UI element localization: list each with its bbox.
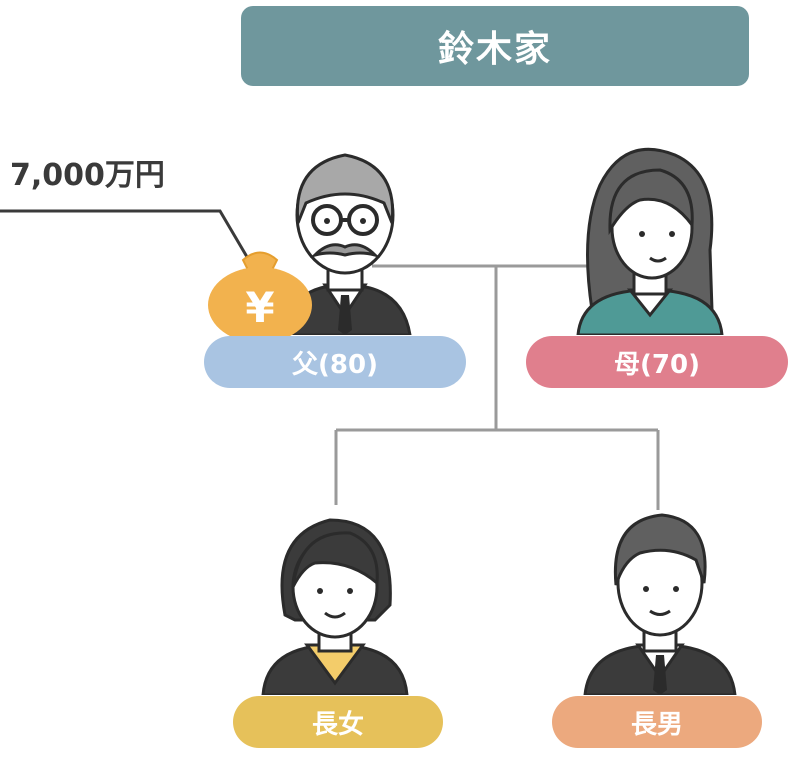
- family-title: 鈴木家: [241, 6, 749, 86]
- mother-label: 母(70): [526, 336, 788, 388]
- inheritance-amount: 7,000万円: [10, 158, 165, 193]
- daughter-label: 長女: [233, 696, 443, 748]
- father-label: 父(80): [204, 336, 466, 388]
- son-label: 長男: [552, 696, 762, 748]
- mother-avatar: [576, 147, 724, 335]
- son-avatar: [583, 513, 737, 695]
- moneybag-icon: ¥: [208, 251, 312, 340]
- yen-symbol: ¥: [245, 283, 274, 332]
- daughter-avatar: [261, 518, 409, 695]
